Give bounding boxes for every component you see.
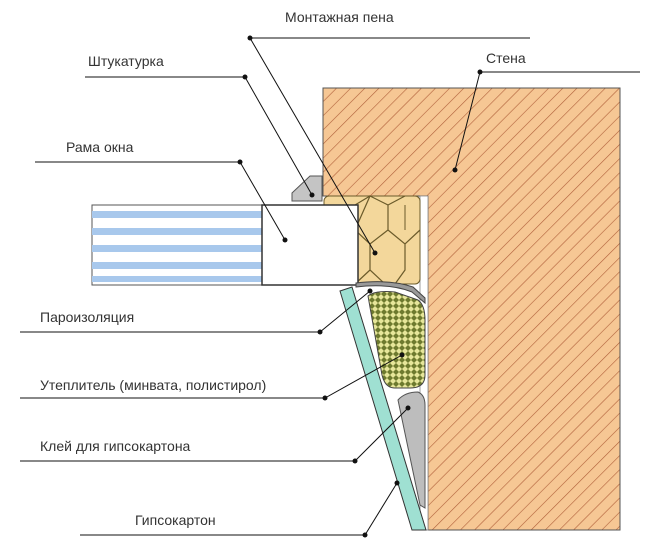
- label-foam: Монтажная пена: [285, 9, 394, 25]
- label-plaster: Штукатурка: [88, 53, 164, 69]
- drywall: [339, 286, 427, 531]
- label-frame: Рама окна: [66, 139, 134, 155]
- label-vapor-barrier: Пароизоляция: [40, 309, 134, 325]
- label-wall: Стена: [486, 50, 526, 66]
- wall: [322, 87, 621, 531]
- drywall-glue: [397, 391, 426, 509]
- vapor-barrier: [355, 281, 426, 305]
- window-glass: [91, 204, 263, 286]
- label-insulation: Утеплитель (минвата, полистирол): [40, 377, 266, 393]
- leader-dots: [237, 35, 483, 538]
- insulation: [367, 291, 426, 389]
- label-drywall: Гипсокартон: [135, 512, 216, 528]
- label-glue: Клей для гипсокартона: [40, 438, 191, 454]
- window-frame: [261, 204, 359, 286]
- plaster: [291, 175, 323, 202]
